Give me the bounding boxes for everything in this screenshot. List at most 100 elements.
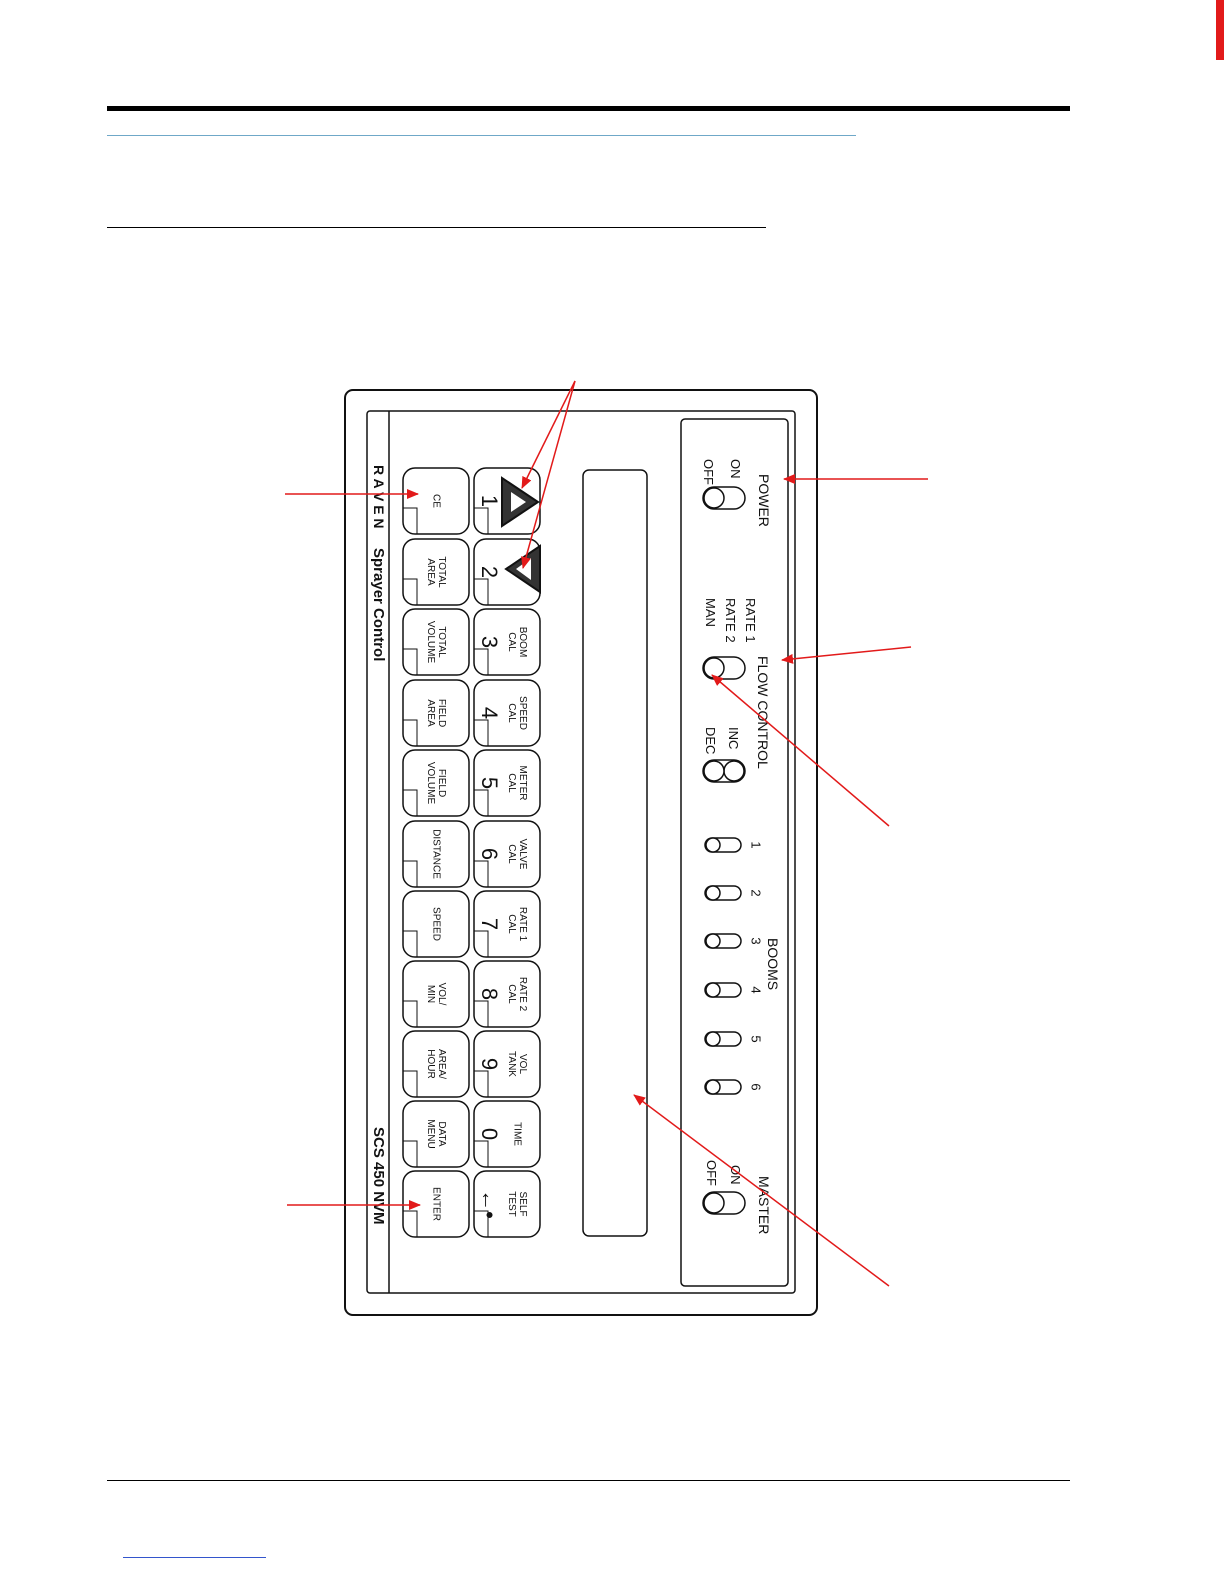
key-label: SPEED	[430, 907, 441, 941]
master-off-label: OFF	[704, 1160, 719, 1186]
console-inner-frame	[366, 410, 796, 1294]
key-label: FIELD	[436, 699, 447, 727]
keypad-left-column: CETOTALAREATOTALVOLUMEFIELDAREAFIELDVOLU…	[402, 467, 470, 1238]
boom-switch-5[interactable]: 5	[704, 1031, 764, 1047]
key-label: TANK	[506, 1051, 517, 1077]
callout-arrow-keys-down	[521, 380, 576, 569]
boom-switch-2[interactable]: 2	[704, 885, 764, 901]
key-label: SELF	[517, 1191, 528, 1216]
power-title: POWER	[756, 474, 772, 527]
product-name: Sprayer Control	[370, 548, 387, 661]
callout-arrow-rate-switch	[711, 674, 890, 827]
boom-switch-3[interactable]: 3	[704, 933, 764, 949]
boom-switches: 1 2 3 4 5 6	[704, 837, 764, 1095]
console-outer-frame	[344, 389, 818, 1316]
page-edge-marker	[1216, 0, 1224, 60]
key-ce[interactable]: CE	[402, 467, 470, 535]
key-digit: 9	[477, 1058, 502, 1070]
key-label: CAL	[506, 632, 517, 652]
callout-arrows	[285, 380, 928, 1287]
key-label: CAL	[506, 914, 517, 934]
key-label: RATE 2	[517, 977, 528, 1012]
switch-panel	[680, 418, 789, 1287]
booms-title: BOOMS	[765, 938, 781, 990]
key-digit: 8	[477, 988, 502, 1000]
key-digit: 4	[477, 707, 502, 719]
power-on-label: ON	[728, 459, 743, 479]
key-speed[interactable]: SPEED	[402, 890, 470, 958]
key-label: VOL	[517, 1054, 528, 1074]
key-label: BOOM	[517, 627, 528, 658]
boom-number-label: 5	[749, 1035, 764, 1042]
boom-number-label: 6	[749, 1083, 764, 1090]
key-distance[interactable]: DISTANCE	[402, 820, 470, 888]
arrow-up-icon-inner	[511, 492, 526, 512]
power-toggle-knob	[703, 487, 725, 509]
key-digit: ←•	[477, 1189, 502, 1219]
key-digit: 0	[477, 1128, 502, 1140]
key-label: VOLUME	[425, 621, 436, 664]
key-label: VOL/	[436, 983, 447, 1006]
key-label: AREA/	[436, 1049, 447, 1079]
callout-arrow-flow-control	[781, 646, 912, 664]
flow-control-title: FLOW CONTROL	[755, 656, 771, 769]
boom-number-label: 4	[749, 986, 764, 993]
key-label: FIELD	[436, 769, 447, 797]
key-label: CAL	[506, 984, 517, 1004]
boom-number-label: 3	[749, 937, 764, 944]
key-enter[interactable]: ENTER	[402, 1170, 470, 1238]
key-label: TOTAL	[436, 556, 447, 588]
man-label: MAN	[703, 598, 718, 627]
power-off-label: OFF	[701, 459, 716, 485]
key-label: RATE 1	[517, 907, 528, 942]
master-on-label: ON	[728, 1165, 743, 1185]
inc-dec-toggle-knob-2	[703, 760, 725, 782]
callout-arrow-keys-up	[521, 380, 576, 489]
section-rule	[107, 227, 766, 228]
brand-name: R A V E N	[371, 465, 387, 529]
key-vol-min[interactable]: VOL/MIN	[402, 960, 470, 1028]
boom-number-label: 2	[749, 889, 764, 896]
key-label: DATA	[436, 1121, 447, 1147]
boom-switch-6[interactable]: 6	[704, 1079, 764, 1095]
master-toggle-knob	[703, 1192, 725, 1214]
footer-link-rule	[123, 1557, 266, 1558]
rate-toggle-knob	[703, 657, 725, 679]
key-area-hour[interactable]: AREA/HOUR	[402, 1030, 470, 1098]
lcd-display	[582, 469, 648, 1237]
key-label: ENTER	[430, 1187, 441, 1221]
inc-label: INC	[726, 727, 741, 749]
inc-dec-toggle-knob	[723, 760, 745, 782]
key-label: VOLUME	[425, 762, 436, 805]
footer-rule	[107, 1480, 1070, 1481]
boom-switch-1[interactable]: 1	[704, 837, 764, 853]
model-number: SCS 450 NVM	[370, 1127, 387, 1225]
rate2-label: RATE 2	[723, 598, 738, 643]
key-digit: 2	[477, 566, 502, 578]
key-digit: 5	[477, 777, 502, 789]
rate1-label: RATE 1	[743, 598, 758, 643]
header-rule-thick	[107, 106, 1070, 111]
key-label: CE	[430, 494, 441, 508]
key-label: DISTANCE	[430, 829, 441, 879]
master-title: MASTER	[756, 1176, 772, 1234]
boom-switch-4[interactable]: 4	[704, 982, 764, 998]
key-label: AREA	[425, 699, 436, 727]
switch-group: POWER ON OFF FLOW CONTROL RATE 1 RATE 2 …	[701, 459, 781, 1234]
boom-number-label: 1	[749, 841, 764, 848]
